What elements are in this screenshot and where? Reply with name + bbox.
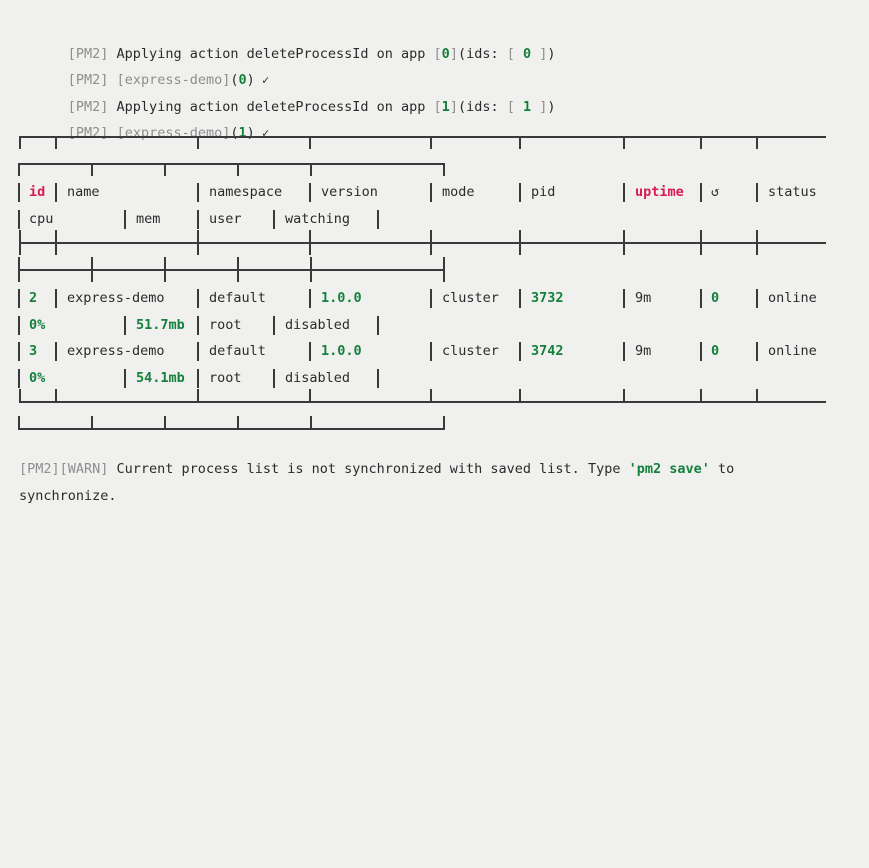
cell-id: 3 xyxy=(29,343,38,359)
checkmark-icon: ✓ xyxy=(254,126,270,140)
column-header-mode: mode xyxy=(442,184,475,200)
column-header-mem: mem xyxy=(136,210,161,227)
column-header-pid: pid xyxy=(531,184,556,200)
log-line: [PM2] Applying action deleteProcessId on… xyxy=(19,67,869,115)
cell-restarts: 0 xyxy=(711,290,720,306)
cell-name: express-demo xyxy=(67,290,165,306)
column-header-version: version xyxy=(321,184,378,200)
table-row[interactable]: 2 express-demo default 1.0.0 cluster 373… xyxy=(18,285,869,312)
pm2-tag: [PM2] xyxy=(67,98,109,115)
app-name-bracket: [express-demo] xyxy=(116,72,231,88)
cell-mode: cluster xyxy=(442,343,499,359)
app-index: 1 xyxy=(441,98,450,115)
bracket-close: ] xyxy=(449,45,458,62)
cell-version: 1.0.0 xyxy=(321,343,362,359)
cell-mem: 54.1mb xyxy=(136,369,185,386)
cell-watching: disabled xyxy=(285,316,351,333)
log-text: Applying action deleteProcessId on app xyxy=(108,45,434,62)
log-text xyxy=(108,72,116,88)
column-header-namespace: namespace xyxy=(209,184,283,200)
table-row-wrapped[interactable]: 0% 51.7mb root disabled xyxy=(18,312,869,339)
log-text: ( xyxy=(230,72,239,88)
bracket-close: ] xyxy=(539,45,548,62)
pm2-tag: [PM2] xyxy=(67,72,109,88)
checkmark-icon: ✓ xyxy=(254,73,270,87)
log-text: (ids: xyxy=(457,98,507,115)
log-text: Applying action deleteProcessId on app xyxy=(108,98,434,115)
cell-watching: disabled xyxy=(285,369,351,386)
log-text: ) xyxy=(547,98,556,115)
cell-restarts: 0 xyxy=(711,343,720,359)
bracket-open: [ xyxy=(506,45,515,62)
cell-namespace: default xyxy=(209,290,266,306)
process-id: 1 xyxy=(514,98,540,115)
table-row[interactable]: 3 express-demo default 1.0.0 cluster 374… xyxy=(18,338,869,365)
warning-text-before: Current process list is not synchronized… xyxy=(108,461,629,477)
table-header-separator-wrapped xyxy=(18,256,869,286)
cell-pid: 3742 xyxy=(531,343,564,359)
cell-status: online xyxy=(768,290,817,306)
table-bottom-border-primary xyxy=(19,389,869,418)
log-line: [PM2] Applying action deleteProcessId on… xyxy=(19,14,869,62)
bracket-close: ] xyxy=(449,98,458,115)
cell-id: 2 xyxy=(29,290,38,306)
log-text: ) xyxy=(547,45,556,62)
process-id: 0 xyxy=(514,45,540,62)
cell-user: root xyxy=(209,316,242,333)
process-table: id name namespace version mode pid uptim… xyxy=(18,126,869,445)
log-text: ( xyxy=(230,125,239,141)
bracket-close: ] xyxy=(539,98,548,115)
save-command: 'pm2 save' xyxy=(628,461,710,477)
warning-line-1: [PM2][WARN] Current process list is not … xyxy=(19,456,869,483)
column-header-name: name xyxy=(67,184,100,200)
column-header-status: status xyxy=(768,184,817,200)
cell-mode: cluster xyxy=(442,290,499,306)
column-header-id: id xyxy=(29,184,46,200)
cell-namespace: default xyxy=(209,343,266,359)
cell-status: online xyxy=(768,343,817,359)
column-header-cpu: cpu xyxy=(29,210,54,227)
table-bottom-border-wrapped xyxy=(18,415,869,445)
column-header-watching: watching xyxy=(285,210,351,227)
cell-cpu: 0% xyxy=(29,369,46,386)
restart-icon: ↺ xyxy=(711,184,720,200)
cell-cpu: 0% xyxy=(29,316,46,333)
app-index: 0 xyxy=(441,45,450,62)
log-line: [PM2] [express-demo](0) ✓ xyxy=(19,41,869,88)
log-text: ) xyxy=(246,72,255,88)
bracket-open: [ xyxy=(433,98,442,115)
log-lines: [PM2] Applying action deleteProcessId on… xyxy=(19,14,869,142)
app-index: 1 xyxy=(238,125,247,141)
cell-uptime: 9m xyxy=(635,343,652,359)
table-row-wrapped[interactable]: 0% 54.1mb root disabled xyxy=(18,365,869,392)
pm2-tag: [PM2] xyxy=(67,45,109,62)
cell-name: express-demo xyxy=(67,343,165,359)
table-top-border-wrapped xyxy=(18,153,869,180)
log-text: (ids: xyxy=(457,45,507,62)
cell-uptime: 9m xyxy=(635,290,652,306)
bracket-open: [ xyxy=(433,45,442,62)
table-top-border-primary xyxy=(19,126,869,153)
warning-message: [PM2][WARN] Current process list is not … xyxy=(19,456,869,509)
warning-line-2: synchronize. xyxy=(19,487,117,504)
cell-mem: 51.7mb xyxy=(136,316,185,333)
column-header-uptime: uptime xyxy=(635,184,684,200)
bracket-open: [ xyxy=(506,98,515,115)
log-text: ) xyxy=(246,125,255,141)
cell-version: 1.0.0 xyxy=(321,290,362,306)
pm2-warn-tag: [PM2][WARN] xyxy=(19,461,109,477)
table-header-row-primary: id name namespace version mode pid uptim… xyxy=(18,179,869,206)
terminal-output: [PM2] Applying action deleteProcessId on… xyxy=(18,14,869,504)
table-header-row-wrapped: cpu mem user watching xyxy=(18,206,869,233)
cell-user: root xyxy=(209,369,242,386)
warning-text-after: to xyxy=(709,461,735,477)
table-header-separator-primary xyxy=(19,230,869,259)
app-index: 0 xyxy=(238,72,247,88)
column-header-user: user xyxy=(209,210,242,227)
cell-pid: 3732 xyxy=(531,290,564,306)
